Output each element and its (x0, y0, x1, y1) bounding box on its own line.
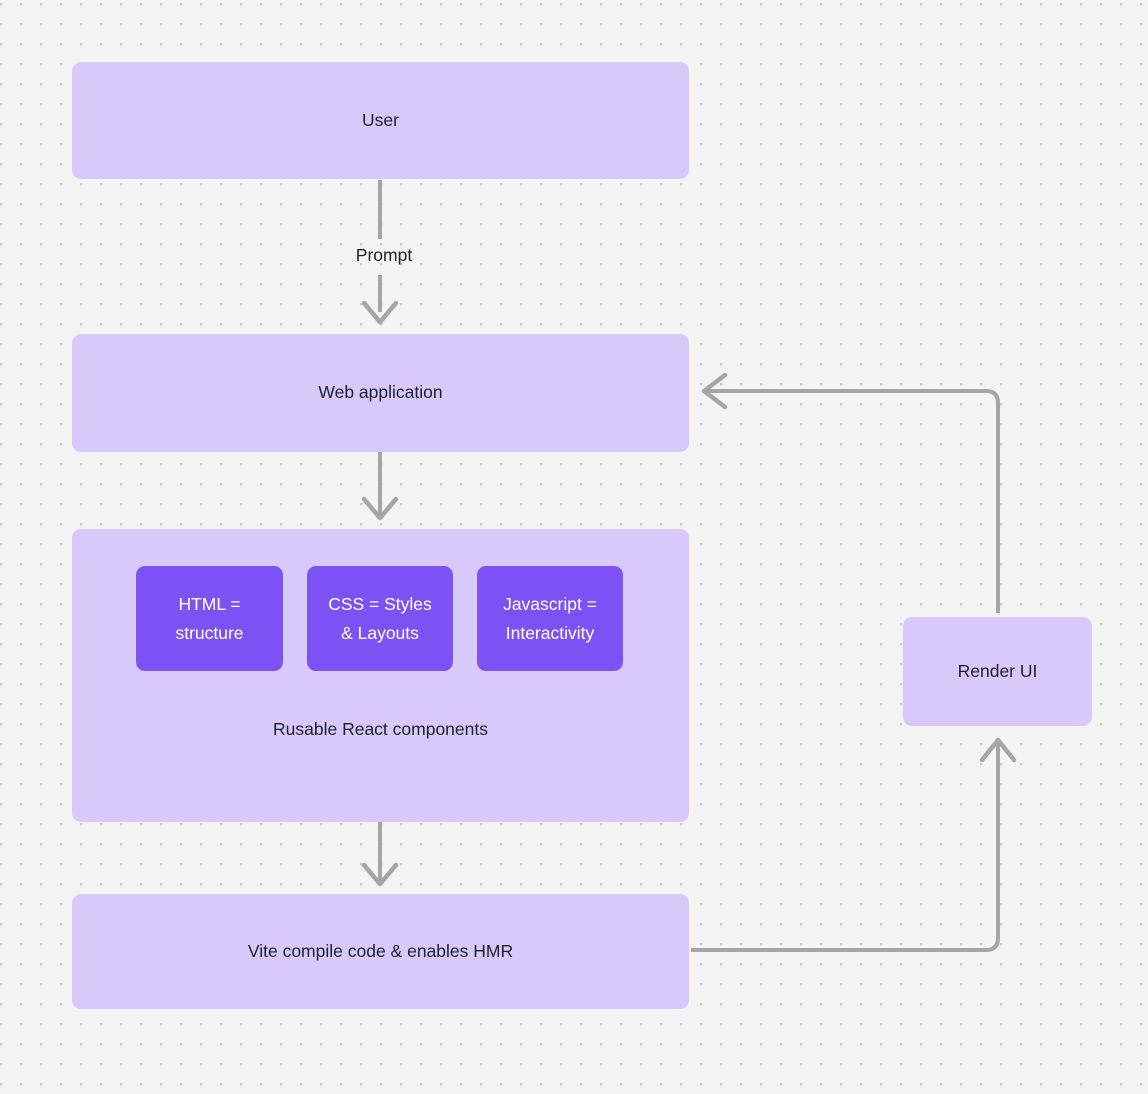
components-group-caption: Rusable React components (72, 719, 689, 740)
node-vite-label: Vite compile code & enables HMR (247, 940, 514, 961)
edge-label-prompt: Prompt (330, 245, 438, 266)
components-group-caption-text: Rusable React components (273, 719, 488, 739)
node-web-application-label: Web application (318, 382, 443, 403)
edge-components-to-vite (361, 822, 399, 887)
node-user-label: User (362, 109, 399, 130)
edge-label-prompt-text: Prompt (355, 245, 413, 265)
chip-javascript[interactable]: Javascript = Interactivity (477, 566, 623, 671)
node-render-ui-label: Render UI (957, 660, 1038, 681)
node-vite[interactable]: Vite compile code & enables HMR (72, 894, 689, 1009)
chip-css-label: CSS = Styles & Layouts (328, 594, 432, 643)
edge-web-application-to-components (361, 452, 399, 521)
chip-html-label: HTML = structure (175, 594, 244, 643)
node-web-application[interactable]: Web application (72, 334, 689, 452)
node-render-ui[interactable]: Render UI (903, 617, 1092, 726)
chip-html[interactable]: HTML = structure (136, 566, 283, 671)
chip-javascript-label: Javascript = Interactivity (503, 594, 597, 643)
edge-vite-to-render-ui (691, 737, 1017, 952)
edge-render-ui-to-web-application (701, 372, 1000, 613)
chip-css[interactable]: CSS = Styles & Layouts (307, 566, 453, 671)
node-user[interactable]: User (72, 62, 689, 179)
